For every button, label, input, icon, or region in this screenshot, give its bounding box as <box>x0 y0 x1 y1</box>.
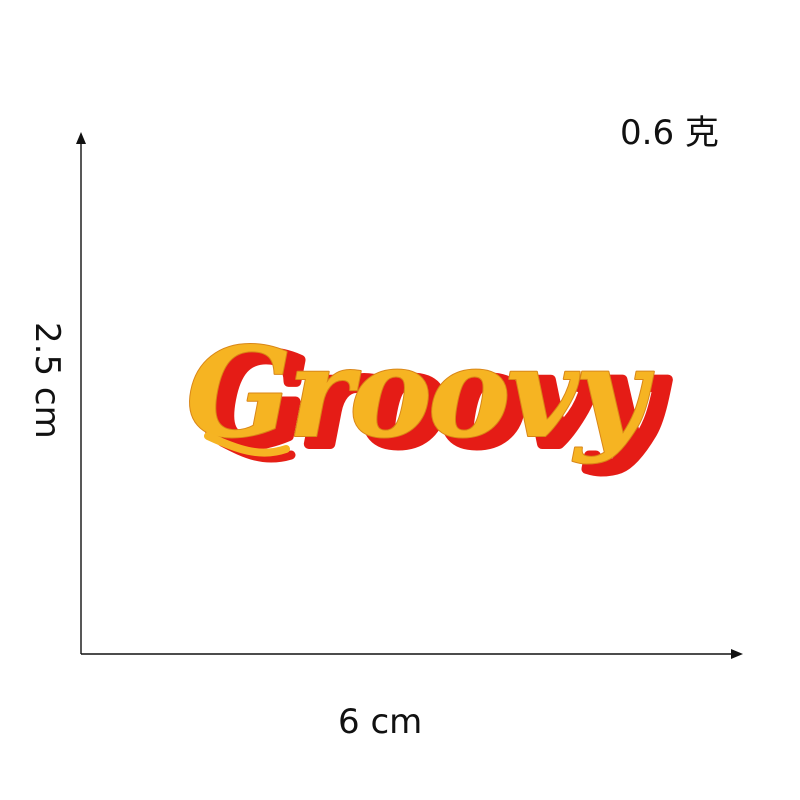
patch-white-border: Groovy <box>186 321 655 466</box>
patch-swash-gold <box>204 432 290 457</box>
height-label: 2.5 cm <box>27 322 67 439</box>
width-label: 6 cm <box>338 702 423 742</box>
groovy-patch-artwork: Groovy Groovy Groovy <box>175 310 678 479</box>
patch-gold-lettering: Groovy <box>186 321 655 466</box>
weight-label: 0.6 克 <box>620 113 719 153</box>
embroidered-patch: Groovy Groovy Groovy <box>175 310 678 502</box>
width-arrowhead <box>731 649 743 659</box>
height-arrowhead <box>76 132 86 144</box>
